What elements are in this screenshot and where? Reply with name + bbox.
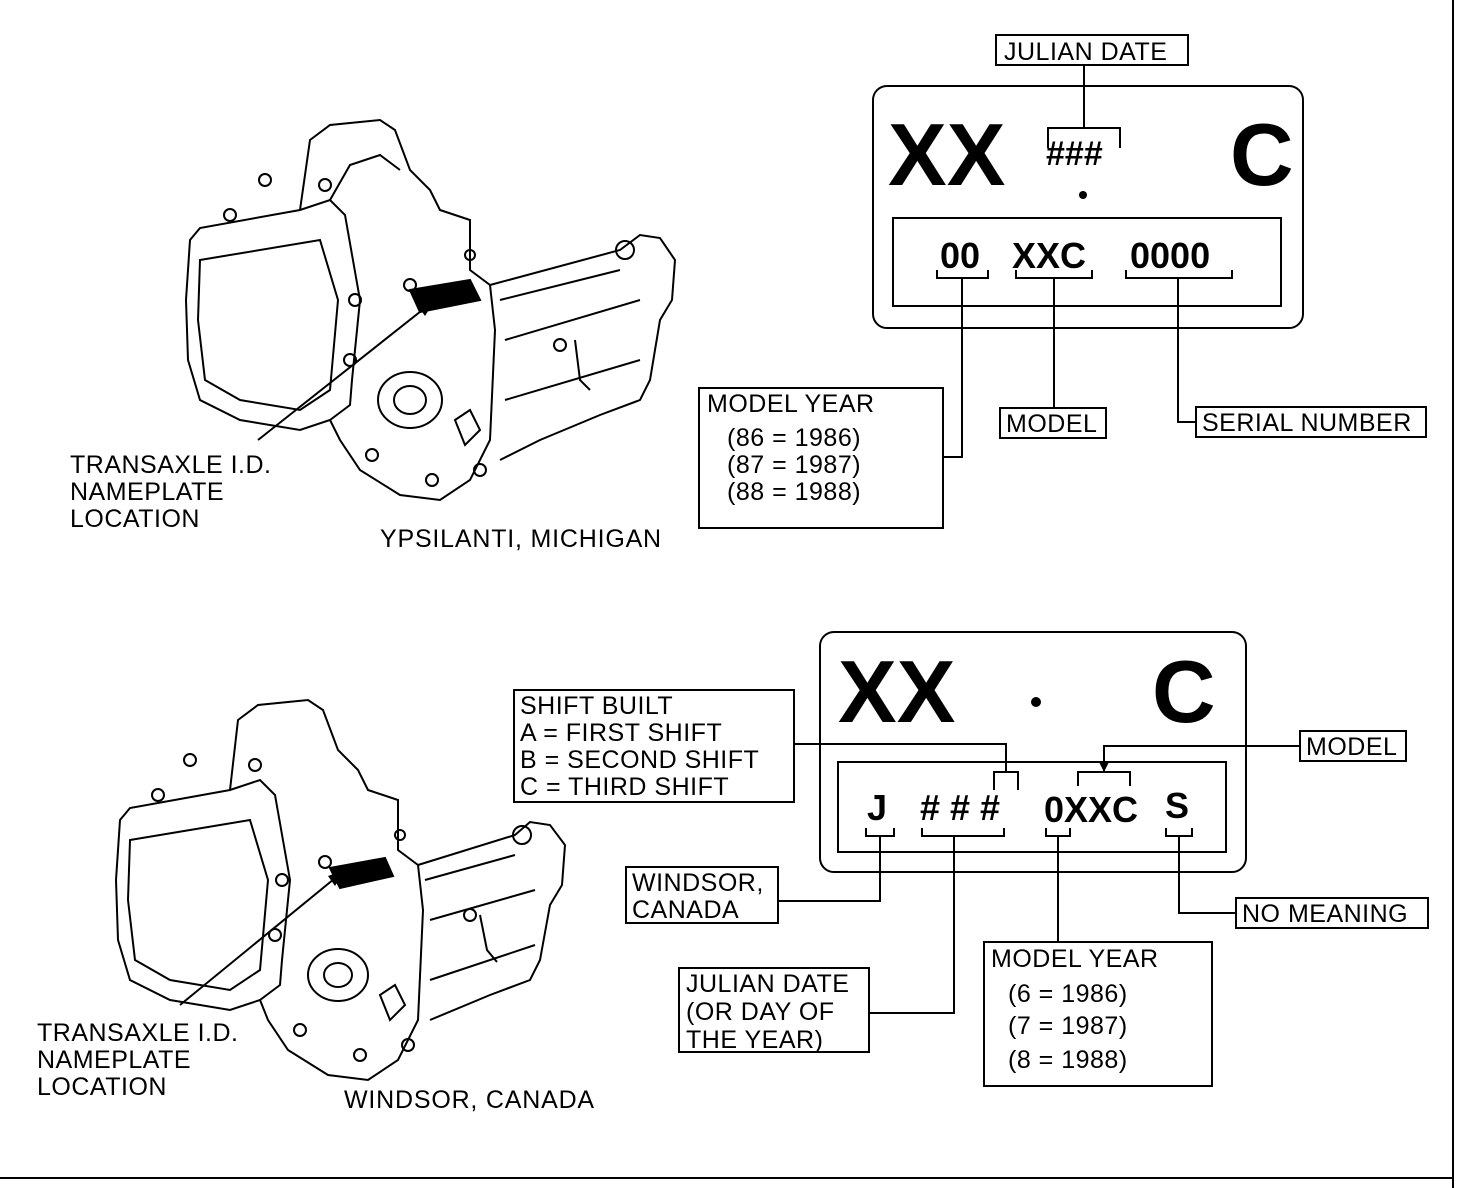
model-year-line-top-2: (87 = 1987) <box>727 451 861 479</box>
model-year-title-bottom: MODEL YEAR <box>991 945 1159 973</box>
top-plate-julian-code: ### <box>1046 135 1103 173</box>
top-plate-xx: XX <box>888 105 1005 204</box>
model-year-line-bottom-2: (7 = 1987) <box>1008 1012 1128 1040</box>
caption-ypsilanti: YPSILANTI, MICHIGAN <box>380 525 662 553</box>
model-label-bottom: MODEL <box>1306 733 1397 761</box>
top-plate-c: C <box>1230 105 1294 204</box>
nameplate-label-top-2: NAMEPLATE <box>70 478 224 506</box>
shift-line-1: A = FIRST SHIFT <box>520 719 722 747</box>
julian-date-bottom-3: THE YEAR) <box>686 1026 823 1054</box>
bracket-julian-bottom <box>921 828 1005 837</box>
model-year-title-top: MODEL YEAR <box>707 390 875 418</box>
model-box-top <box>999 407 1107 439</box>
julian-leader-bottom <box>869 836 955 1014</box>
nameplate-arrowhead-top <box>418 300 435 316</box>
bottom-plate-xx: XX <box>838 642 955 741</box>
shift-built-title: SHIFT BUILT <box>520 692 673 720</box>
model-label-top: MODEL <box>1006 410 1097 438</box>
bottom-plate-c: C <box>1152 642 1216 741</box>
bottom-code-julian: # # # <box>920 787 1000 828</box>
no-meaning-label: NO MEANING <box>1242 900 1408 928</box>
nameplate-label-top-3: LOCATION <box>70 505 200 533</box>
model-year-leader-top <box>943 278 963 458</box>
windsor-label-1: WINDSOR, <box>632 869 764 897</box>
bottom-code-end: S <box>1165 785 1189 826</box>
shift-built-box <box>513 689 795 803</box>
nameplate-label-bottom-2: NAMEPLATE <box>37 1046 191 1074</box>
shift-line-2: B = SECOND SHIFT <box>520 746 759 774</box>
nameplate-arrow-top <box>257 299 436 441</box>
top-code-serial: 0000 <box>1130 235 1210 276</box>
model-year-line-top-3: (88 = 1988) <box>727 478 861 506</box>
nameplate-label-top-1: TRANSAXLE I.D. <box>70 451 272 479</box>
transaxle-illustration-top <box>184 118 677 502</box>
top-code-model: XXC <box>1012 235 1086 276</box>
serial-leader-top <box>1177 278 1196 423</box>
model-year-box-bottom <box>983 941 1213 1087</box>
nameplate-label-bottom-3: LOCATION <box>37 1073 167 1101</box>
top-code-year: 00 <box>940 235 980 276</box>
nameplate-arrowhead-bottom <box>328 870 345 886</box>
julian-date-box-bottom <box>678 967 870 1053</box>
windsor-leader <box>778 836 881 902</box>
transaxle-illustration-bottom <box>114 698 567 1082</box>
bottom-code-model: 0XXC <box>1044 789 1138 830</box>
julian-date-bottom-2: (OR DAY OF <box>686 998 835 1026</box>
julian-date-label-top: JULIAN DATE <box>1004 38 1167 66</box>
serial-label-top: SERIAL NUMBER <box>1202 409 1412 437</box>
shift-line-3: C = THIRD SHIFT <box>520 773 729 801</box>
model-arrowhead-bottom <box>1099 762 1109 772</box>
model-year-line-bottom-1: (6 = 1986) <box>1008 980 1128 1008</box>
julian-date-bottom-1: JULIAN DATE <box>686 970 849 998</box>
model-year-line-bottom-3: (8 = 1988) <box>1008 1046 1128 1074</box>
nameplate-label-bottom-1: TRANSAXLE I.D. <box>37 1019 239 1047</box>
top-plate-code-panel <box>892 217 1282 307</box>
nameplate-arrow-bottom <box>179 869 346 1006</box>
top-plate-dot <box>1079 191 1087 199</box>
bottom-code-plant: J <box>867 787 887 828</box>
caption-windsor: WINDSOR, CANADA <box>344 1086 595 1114</box>
julian-date-box-top <box>995 34 1189 66</box>
model-year-box-top <box>698 387 944 529</box>
no-meaning-leader <box>1178 836 1236 914</box>
shift-leader <box>794 743 1007 772</box>
windsor-box <box>625 866 779 924</box>
model-year-line-top-1: (86 = 1986) <box>727 424 861 452</box>
windsor-label-2: CANADA <box>632 896 739 924</box>
model-box-bottom <box>1299 730 1407 762</box>
serial-box-top <box>1195 406 1427 438</box>
bottom-plate-code-panel <box>837 761 1227 853</box>
bottom-plate-dot <box>1031 697 1041 707</box>
